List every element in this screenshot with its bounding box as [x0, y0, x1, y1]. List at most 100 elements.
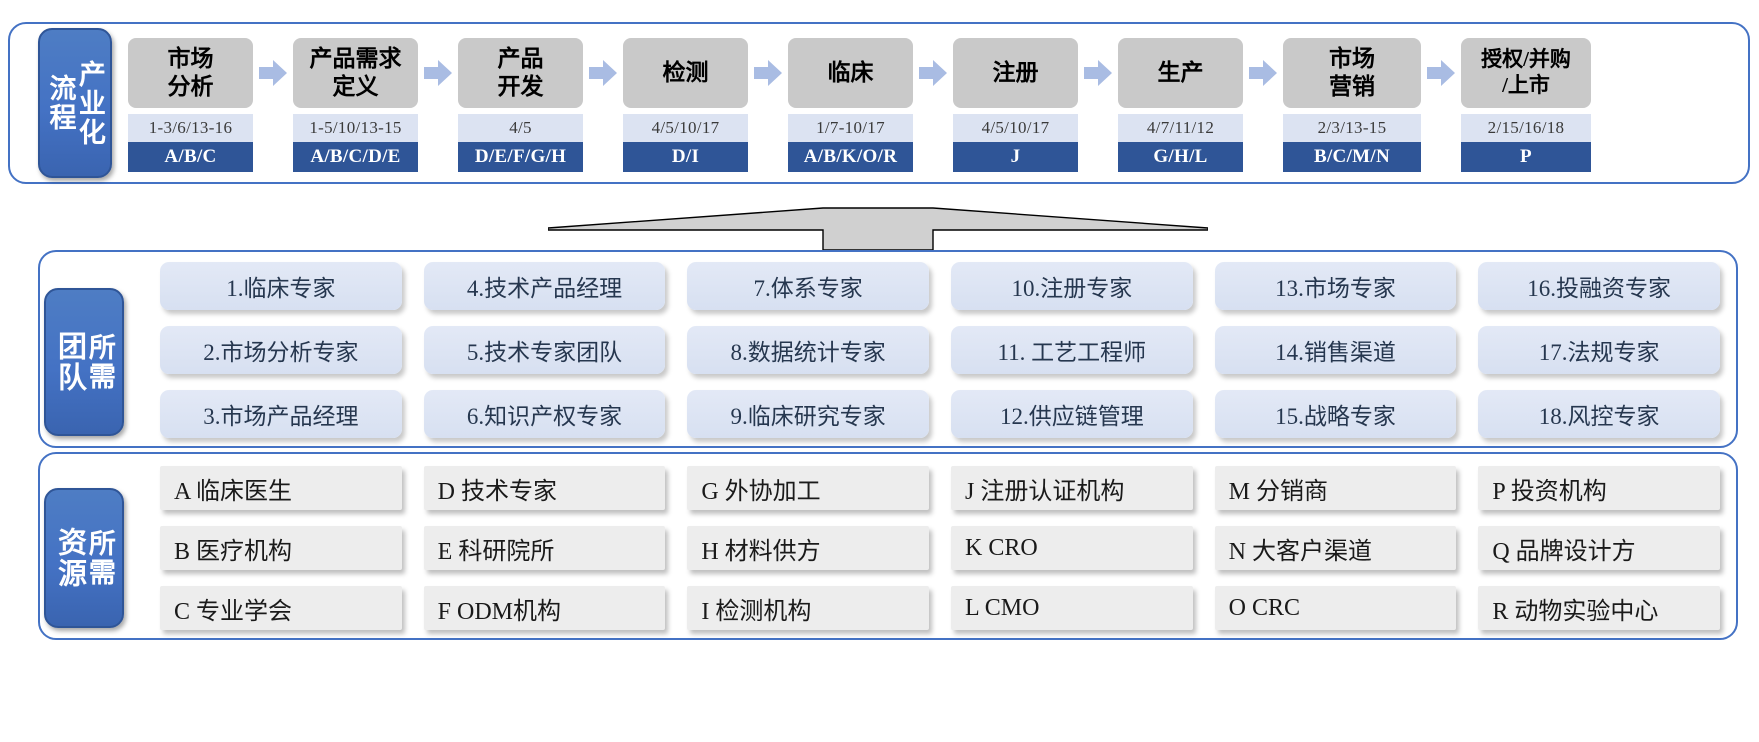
team-chip[interactable]: 10.注册专家 — [951, 262, 1193, 310]
team-chip[interactable]: 4.技术产品经理 — [423, 262, 666, 310]
resource-chip[interactable]: R 动物实验中心 — [1478, 586, 1720, 630]
stage-resource-refs: B/C/M/N — [1283, 142, 1421, 172]
resource-chip[interactable]: E 科研院所 — [423, 526, 666, 570]
stage-resource-refs: G/H/L — [1118, 142, 1243, 172]
stage-arrow-separator — [1078, 38, 1118, 108]
resource-tag-text-left: 资源 — [53, 527, 86, 589]
resource-chip[interactable]: O CRC — [1214, 586, 1457, 630]
team-tag-text-right: 所需 — [84, 333, 115, 391]
team-chip[interactable]: 8.数据统计专家 — [687, 326, 929, 374]
process-stage[interactable]: 市场营销 2/3/13-15 B/C/M/N — [1283, 38, 1421, 172]
stage-team-refs: 2/3/13-15 — [1283, 114, 1421, 142]
team-chip[interactable]: 9.临床研究专家 — [687, 390, 929, 438]
process-stage[interactable]: 授权/并购/上市 2/15/16/18 P — [1461, 38, 1591, 172]
stage-title: 产品开发 — [458, 38, 583, 108]
upward-funnel-icon — [548, 207, 1208, 251]
right-arrow-icon — [259, 60, 287, 86]
stage-resource-refs: D/E/F/G/H — [458, 142, 583, 172]
stage-title: 产品需求定义 — [293, 38, 418, 108]
stage-title: 市场营销 — [1283, 38, 1421, 108]
resource-chip[interactable]: A 临床医生 — [160, 466, 402, 510]
stage-resource-refs: A/B/C/D/E — [293, 142, 418, 172]
stage-arrow-separator — [1421, 38, 1461, 108]
process-stage[interactable]: 产品需求定义 1-5/10/13-15 A/B/C/D/E — [293, 38, 418, 172]
stage-title: 注册 — [953, 38, 1078, 108]
process-stage-row: 市场分析 1-3/6/13-16 A/B/C 产品需求定义 1-5/10/13-… — [128, 38, 1728, 172]
stage-team-refs: 4/5/10/17 — [623, 114, 748, 142]
stage-title: 检测 — [623, 38, 748, 108]
stage-arrow-separator — [253, 38, 293, 108]
team-chip[interactable]: 14.销售渠道 — [1214, 326, 1457, 374]
team-chip[interactable]: 2.市场分析专家 — [160, 326, 402, 374]
resource-chip[interactable]: I 检测机构 — [687, 586, 929, 630]
stage-team-refs: 2/15/16/18 — [1461, 114, 1591, 142]
stage-resource-refs: D/I — [623, 142, 748, 172]
team-chip[interactable]: 13.市场专家 — [1214, 262, 1457, 310]
team-chip[interactable]: 16.投融资专家 — [1478, 262, 1720, 310]
resource-chip[interactable]: H 材料供方 — [687, 526, 929, 570]
stage-team-refs: 4/7/11/12 — [1118, 114, 1243, 142]
right-arrow-icon — [424, 60, 452, 86]
resource-chip[interactable]: M 分销商 — [1214, 466, 1457, 510]
process-stage[interactable]: 检测 4/5/10/17 D/I — [623, 38, 748, 172]
team-chip[interactable]: 3.市场产品经理 — [160, 390, 402, 438]
resource-chip[interactable]: J 注册认证机构 — [951, 466, 1193, 510]
team-chip[interactable]: 11. 工艺工程师 — [951, 326, 1193, 374]
team-chip[interactable]: 15.战略专家 — [1214, 390, 1457, 438]
right-arrow-icon — [919, 60, 947, 86]
stage-team-refs: 4/5 — [458, 114, 583, 142]
process-stage[interactable]: 产品开发 4/5 D/E/F/G/H — [458, 38, 583, 172]
stage-arrow-separator — [583, 38, 623, 108]
stage-arrow-separator — [913, 38, 953, 108]
resource-chip[interactable]: F ODM机构 — [423, 586, 666, 630]
team-chip[interactable]: 5.技术专家团队 — [423, 326, 666, 374]
resource-chip[interactable]: G 外协加工 — [687, 466, 929, 510]
stage-title: 临床 — [788, 38, 913, 108]
right-arrow-icon — [1427, 60, 1455, 86]
stage-team-refs: 4/5/10/17 — [953, 114, 1078, 142]
resource-chip[interactable]: B 医疗机构 — [160, 526, 402, 570]
stage-resource-refs: P — [1461, 142, 1591, 172]
team-panel-tag: 所需 团队 — [44, 288, 124, 436]
resource-chip[interactable]: C 专业学会 — [160, 586, 402, 630]
resource-chip[interactable]: L CMO — [951, 586, 1193, 630]
stage-arrow-separator — [418, 38, 458, 108]
resource-chip[interactable]: N 大客户渠道 — [1214, 526, 1457, 570]
right-arrow-icon — [589, 60, 617, 86]
resource-requirement-grid: A 临床医生 D 技术专家 G 外协加工 J 注册认证机构 M 分销商 P 投资… — [160, 466, 1720, 630]
process-tag-text-left: 流程 — [45, 74, 76, 132]
process-stage[interactable]: 市场分析 1-3/6/13-16 A/B/C — [128, 38, 253, 172]
resource-chip[interactable]: K CRO — [951, 526, 1193, 570]
stage-team-refs: 1/7-10/17 — [788, 114, 913, 142]
process-stage[interactable]: 生产 4/7/11/12 G/H/L — [1118, 38, 1243, 172]
stage-team-refs: 1-3/6/13-16 — [128, 114, 253, 142]
stage-arrow-separator — [748, 38, 788, 108]
process-tag-text-right: 产业化 — [74, 59, 105, 147]
right-arrow-icon — [754, 60, 782, 86]
stage-title: 市场分析 — [128, 38, 253, 108]
process-stage[interactable]: 注册 4/5/10/17 J — [953, 38, 1078, 172]
team-chip[interactable]: 18.风控专家 — [1478, 390, 1720, 438]
resource-panel-tag: 所需 资源 — [44, 488, 124, 628]
stage-resource-refs: A/B/K/O/R — [788, 142, 913, 172]
resource-tag-text-right: 所需 — [84, 529, 115, 587]
right-arrow-icon — [1084, 60, 1112, 86]
stage-arrow-separator — [1243, 38, 1283, 108]
team-chip[interactable]: 7.体系专家 — [687, 262, 929, 310]
resource-chip[interactable]: P 投资机构 — [1478, 466, 1720, 510]
team-requirement-grid: 1.临床专家 4.技术产品经理 7.体系专家 10.注册专家 13.市场专家 1… — [160, 262, 1720, 438]
team-tag-text-left: 团队 — [53, 331, 86, 393]
team-chip[interactable]: 17.法规专家 — [1478, 326, 1720, 374]
team-chip[interactable]: 6.知识产权专家 — [423, 390, 666, 438]
team-chip[interactable]: 1.临床专家 — [160, 262, 402, 310]
process-panel-tag: 产业化 流程 — [38, 28, 112, 178]
stage-team-refs: 1-5/10/13-15 — [293, 114, 418, 142]
process-stage[interactable]: 临床 1/7-10/17 A/B/K/O/R — [788, 38, 913, 172]
resource-chip[interactable]: D 技术专家 — [423, 466, 666, 510]
resource-chip[interactable]: Q 品牌设计方 — [1478, 526, 1720, 570]
team-chip[interactable]: 12.供应链管理 — [951, 390, 1193, 438]
stage-resource-refs: J — [953, 142, 1078, 172]
stage-title: 授权/并购/上市 — [1461, 38, 1591, 108]
stage-resource-refs: A/B/C — [128, 142, 253, 172]
stage-title: 生产 — [1118, 38, 1243, 108]
